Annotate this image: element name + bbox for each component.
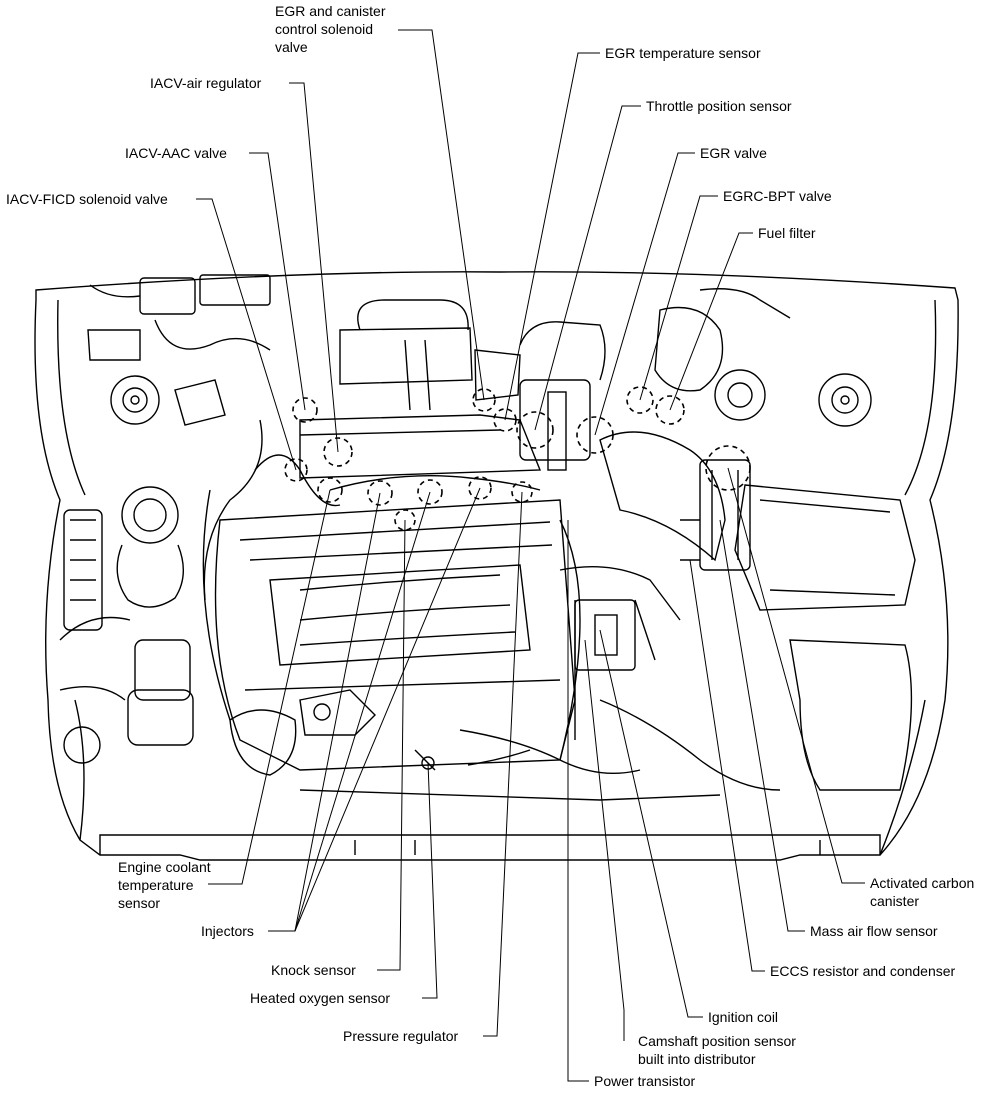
marker-injector-1 bbox=[367, 480, 393, 506]
leader-power-transistor bbox=[567, 520, 589, 1082]
label-line: canister bbox=[870, 893, 920, 909]
label-line: valve bbox=[275, 39, 308, 55]
label-line: EGRC-BPT valve bbox=[723, 188, 832, 204]
marker-coolant-temp bbox=[317, 477, 343, 503]
label-line: IACV-FICD solenoid valve bbox=[6, 191, 168, 207]
leader-coolant-temp bbox=[208, 489, 331, 885]
label-line: EGR valve bbox=[700, 145, 767, 161]
label-line: control solenoid bbox=[275, 21, 374, 37]
marker-egr-canister bbox=[472, 388, 496, 412]
marker-fuel-filter bbox=[655, 395, 685, 425]
leader-ignition-coil bbox=[599, 629, 703, 1018]
label-line: IACV-air regulator bbox=[150, 75, 262, 91]
label-line: temperature bbox=[118, 877, 194, 893]
leader-injectors-2 bbox=[294, 491, 431, 932]
label-power-transistor: Power transistor bbox=[594, 1072, 695, 1090]
label-throttle-position-sensor: Throttle position sensor bbox=[646, 97, 792, 115]
label-line: Ignition coil bbox=[708, 1009, 779, 1025]
label-line: Injectors bbox=[201, 923, 254, 939]
label-engine-coolant-temperature-sensor: Engine coolant temperature sensor bbox=[118, 858, 211, 912]
label-injectors: Injectors bbox=[201, 922, 254, 940]
label-egr-temperature-sensor: EGR temperature sensor bbox=[605, 44, 761, 62]
label-pressure-regulator: Pressure regulator bbox=[343, 1027, 458, 1045]
label-line: ECCS resistor and condenser bbox=[770, 963, 956, 979]
label-mass-air-flow-sensor: Mass air flow sensor bbox=[810, 922, 938, 940]
leader-egrc-bpt bbox=[639, 195, 718, 401]
leader-fuel-filter bbox=[669, 232, 753, 411]
marker-iacv-ficd bbox=[284, 458, 308, 482]
leader-injectors-3 bbox=[294, 487, 481, 932]
leader-throttle bbox=[534, 105, 641, 431]
label-heated-oxygen-sensor: Heated oxygen sensor bbox=[250, 989, 390, 1007]
label-line: Power transistor bbox=[594, 1073, 696, 1089]
leader-eccs bbox=[689, 559, 765, 972]
marker-pressure-regulator bbox=[511, 481, 533, 503]
label-line: EGR and canister bbox=[275, 3, 386, 19]
label-iacv-aac-valve: IACV-AAC valve bbox=[125, 144, 227, 162]
leader-iacv-aac-valve bbox=[249, 152, 306, 411]
marker-egrc-bpt bbox=[626, 386, 654, 414]
label-activated-carbon-canister: Activated carbon canister bbox=[870, 874, 974, 910]
marker-injector-2 bbox=[417, 479, 443, 505]
leader-iacv-ficd bbox=[196, 198, 297, 471]
air-cleaner bbox=[734, 484, 916, 611]
marker-egr-temp bbox=[493, 408, 517, 432]
label-fuel-filter: Fuel filter bbox=[758, 224, 816, 242]
label-line: IACV-AAC valve bbox=[125, 145, 227, 161]
label-line: built into distributor bbox=[638, 1051, 756, 1067]
label-line: Mass air flow sensor bbox=[810, 923, 938, 939]
label-camshaft-position-sensor: Camshaft position sensor built into dist… bbox=[638, 1032, 796, 1068]
leader-maf bbox=[719, 519, 805, 932]
label-line: Heated oxygen sensor bbox=[250, 990, 391, 1006]
label-egr-valve: EGR valve bbox=[700, 144, 767, 162]
label-line: Pressure regulator bbox=[343, 1028, 459, 1044]
label-iacv-air-regulator: IACV-air regulator bbox=[150, 74, 261, 92]
label-line: Engine coolant bbox=[118, 859, 211, 875]
label-eccs-resistor-and-condenser: ECCS resistor and condenser bbox=[770, 962, 955, 980]
leader-pressure-regulator bbox=[483, 491, 523, 1037]
leader-knock bbox=[377, 519, 406, 971]
engine-block bbox=[214, 499, 576, 771]
marker-iacv-aac-valve bbox=[292, 397, 318, 423]
label-line: Activated carbon bbox=[870, 875, 975, 891]
leader-activated-carbon bbox=[727, 467, 865, 884]
marker-iacv-air-regulator bbox=[323, 437, 353, 467]
label-egrc-bpt-valve: EGRC-BPT valve bbox=[723, 187, 832, 205]
label-line: Knock sensor bbox=[271, 962, 356, 978]
marker-canister bbox=[705, 445, 751, 491]
label-line: EGR temperature sensor bbox=[605, 45, 761, 61]
leader-iacv-air-regulator bbox=[289, 82, 339, 453]
label-line: Throttle position sensor bbox=[646, 98, 792, 114]
marker-knock-sensor bbox=[394, 509, 416, 531]
leader-egr-valve bbox=[594, 152, 695, 436]
label-ignition-coil: Ignition coil bbox=[708, 1008, 778, 1026]
label-line: Fuel filter bbox=[758, 225, 816, 241]
leader-heated-o2 bbox=[422, 762, 438, 999]
label-iacv-ficd-solenoid-valve: IACV-FICD solenoid valve bbox=[6, 190, 168, 208]
label-egr-canister-control-solenoid-valve: EGR and canister control solenoid valve bbox=[275, 2, 386, 56]
intake-plenum bbox=[299, 414, 542, 479]
label-line: Camshaft position sensor bbox=[638, 1033, 796, 1049]
engine-bay-outline bbox=[34, 271, 959, 861]
marker-throttle bbox=[516, 411, 554, 449]
leader-egr-canister bbox=[398, 29, 485, 401]
label-line: sensor bbox=[118, 895, 161, 911]
marker-egr-valve bbox=[576, 416, 614, 454]
label-knock-sensor: Knock sensor bbox=[271, 961, 356, 979]
leader-camshaft bbox=[584, 639, 625, 1041]
marker-injector-3 bbox=[468, 476, 492, 500]
leader-egr-temp bbox=[504, 52, 600, 421]
